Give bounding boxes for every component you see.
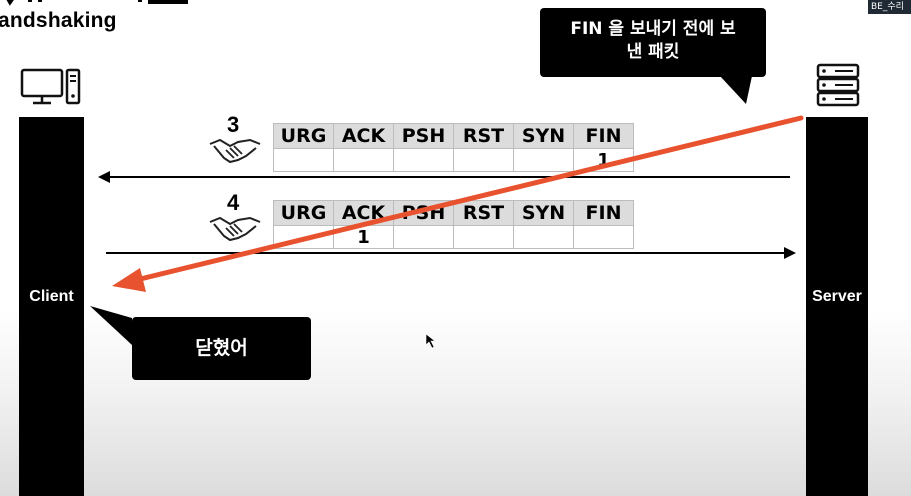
flag-header: SYN bbox=[513, 123, 574, 149]
handshake-icon bbox=[209, 138, 261, 164]
step-number: 4 bbox=[227, 190, 240, 215]
flag-value bbox=[393, 148, 454, 172]
flag-header: PSH bbox=[393, 123, 454, 149]
flag-value bbox=[513, 225, 574, 249]
handshake-icon bbox=[209, 216, 261, 242]
step-4-arrowhead bbox=[784, 247, 796, 259]
annotation-arrow bbox=[125, 115, 804, 285]
flag-header: FIN bbox=[573, 200, 634, 226]
bottom-callout-pointer bbox=[90, 306, 132, 345]
client-label: Client bbox=[29, 288, 74, 305]
flag-header: RST bbox=[453, 123, 514, 149]
desktop-computer-icon bbox=[20, 68, 81, 105]
flag-value bbox=[333, 148, 394, 172]
tcp-flags-table-step-3: URG ACK PSH RST SYN FIN 1 bbox=[273, 123, 634, 172]
flag-value bbox=[573, 225, 634, 249]
top-callout: FIN 을 보내기 전에 보 낸 패킷 bbox=[540, 8, 766, 77]
presenter-badge: BE_수리 bbox=[868, 0, 911, 14]
bottom-callout: 닫혔어 bbox=[132, 317, 311, 380]
flag-value bbox=[453, 225, 514, 249]
flag-header: FIN bbox=[573, 123, 634, 149]
client-bar: Client bbox=[19, 117, 84, 496]
flag-header: RST bbox=[453, 200, 514, 226]
mouse-cursor-icon bbox=[425, 333, 436, 349]
flag-value bbox=[513, 148, 574, 172]
flag-header: SYN bbox=[513, 200, 574, 226]
flag-header: ACK bbox=[333, 123, 394, 149]
top-callout-line-1: FIN 을 보내기 전에 보 bbox=[570, 19, 736, 39]
top-callout-line-2: 낸 패킷 bbox=[626, 42, 680, 62]
page-title: andshaking bbox=[0, 9, 117, 32]
flag-value bbox=[273, 148, 334, 172]
server-bar: Server bbox=[806, 117, 868, 496]
flag-value: 1 bbox=[333, 225, 394, 249]
handshake-step-3: 3 bbox=[208, 110, 268, 170]
server-label: Server bbox=[812, 288, 862, 305]
step-number: 3 bbox=[227, 112, 240, 137]
step-3-arrowhead bbox=[98, 171, 110, 183]
top-callout-pointer bbox=[720, 76, 752, 104]
title-fragment bbox=[0, 0, 190, 6]
server-rack-icon bbox=[816, 63, 860, 107]
annotation-arrowhead bbox=[112, 268, 146, 292]
handshake-step-4: 4 bbox=[208, 188, 268, 248]
flag-value bbox=[393, 225, 454, 249]
flag-value bbox=[453, 148, 514, 172]
bottom-callout-text: 닫혔어 bbox=[195, 337, 248, 359]
